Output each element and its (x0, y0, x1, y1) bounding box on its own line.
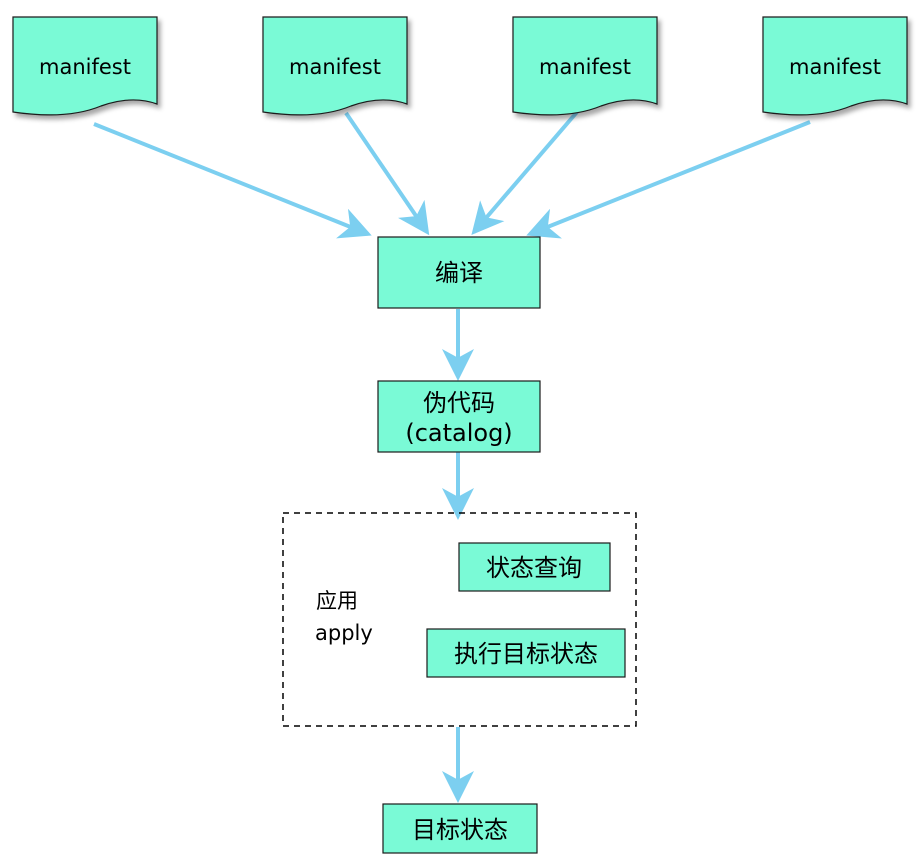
document-shape (762, 16, 908, 116)
arrow-manifest-1-to-compile (93, 122, 372, 239)
pseudocode-box (377, 380, 541, 453)
pseudocode-label-line2: (catalog) (405, 419, 512, 447)
manifest-doc-4: manifest (762, 16, 908, 116)
target-state-label: 目标状态 (412, 816, 508, 844)
document-shape (12, 16, 158, 116)
pseudocode-label-line1: 伪代码 (423, 389, 495, 417)
manifest-doc-3: manifest (512, 16, 658, 116)
manifest-doc-1: manifest (12, 16, 158, 116)
target-state-node: 目标状态 (382, 803, 538, 854)
compile-box (377, 236, 541, 309)
arrows (93, 110, 811, 803)
target-state-box (382, 803, 538, 854)
execute-target-state-label: 执行目标状态 (454, 640, 598, 668)
manifest-label: manifest (39, 55, 131, 79)
apply-group-border (282, 512, 637, 727)
apply-label-chinese: 应用 (316, 589, 358, 613)
document-shape (512, 16, 658, 116)
compile-label: 编译 (435, 259, 483, 287)
apply-label-english: apply (315, 621, 373, 645)
manifest-doc-2: manifest (262, 16, 408, 116)
document-shape (262, 16, 408, 116)
manifest-label: manifest (289, 55, 381, 79)
state-query-box (458, 542, 611, 592)
apply-group: 应用 apply 状态查询 执行目标状态 (282, 512, 637, 727)
execute-target-state-box (426, 628, 626, 678)
arrow-manifest-2-to-compile (344, 111, 430, 236)
pseudocode-node: 伪代码 (catalog) (377, 380, 541, 453)
arrow-manifest-4-to-compile (526, 120, 811, 239)
manifest-label: manifest (789, 55, 881, 79)
compile-node: 编译 (377, 236, 541, 309)
state-query-label: 状态查询 (486, 554, 582, 582)
manifest-label: manifest (539, 55, 631, 79)
arrow-manifest-3-to-compile (471, 110, 579, 236)
